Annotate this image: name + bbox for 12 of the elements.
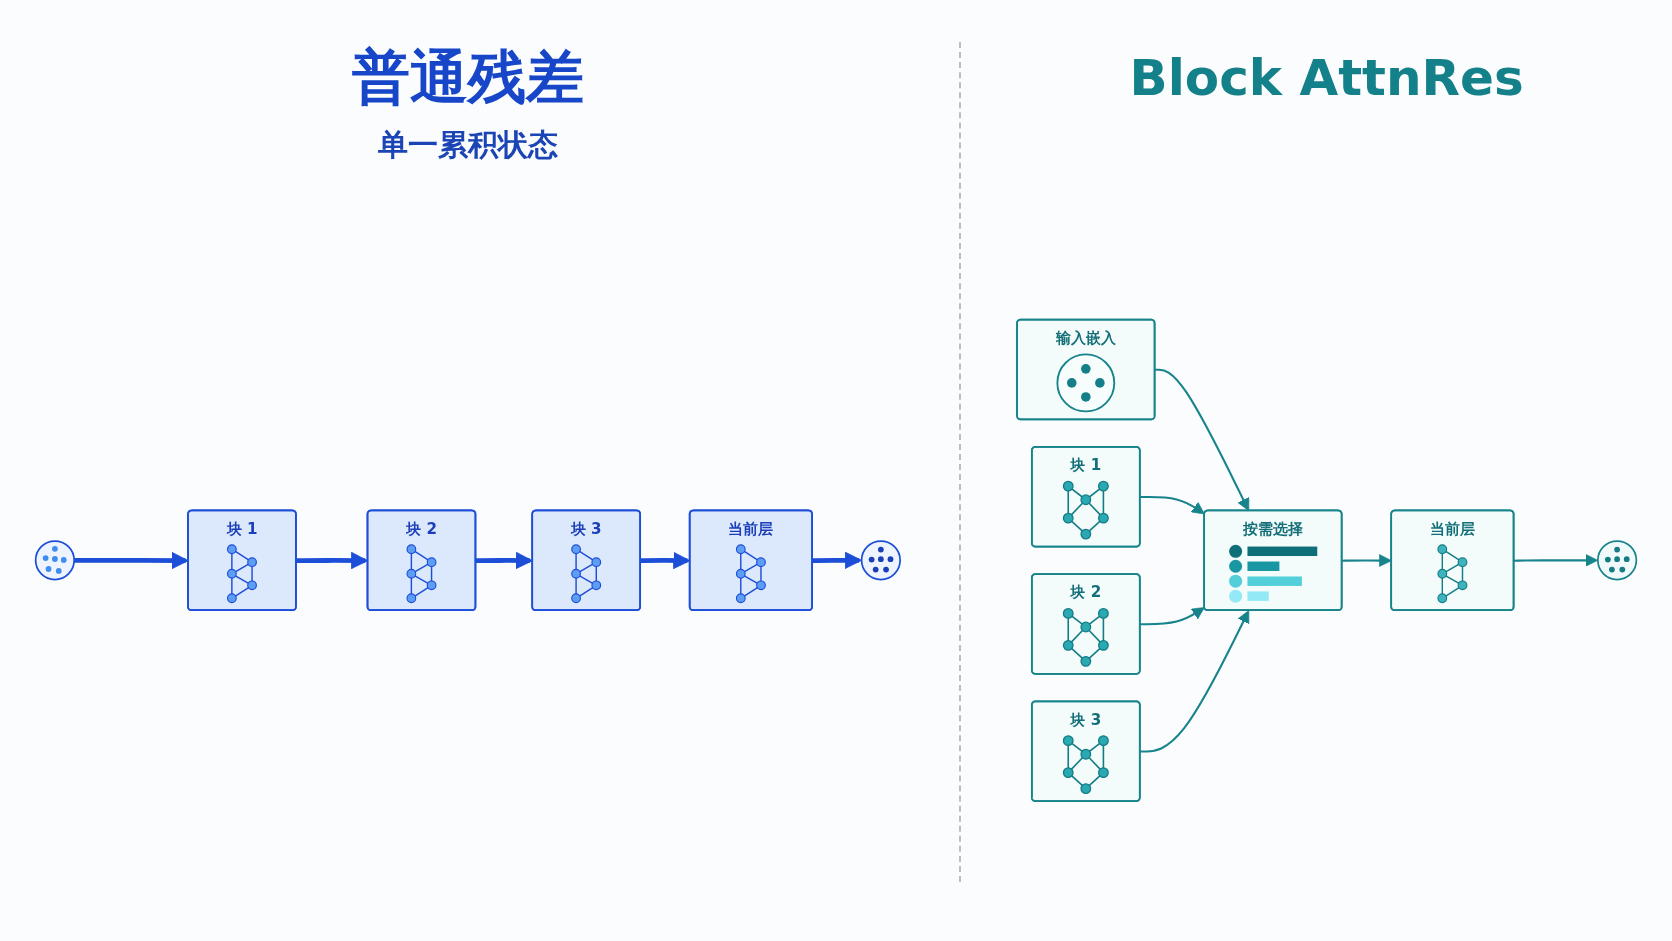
arrow — [1140, 606, 1205, 625]
node-circle — [34, 539, 75, 581]
node-circle — [1597, 539, 1638, 581]
node-circle — [860, 539, 901, 581]
subheading: 单一累积状态 — [377, 128, 558, 163]
heading: Block AttnRes — [1129, 50, 1524, 108]
arrow — [1342, 553, 1392, 567]
heading: 普通残差 — [351, 44, 584, 111]
arrow — [1140, 495, 1205, 514]
arrow — [1154, 368, 1250, 511]
arrow — [1140, 609, 1250, 753]
arrow — [475, 551, 533, 569]
